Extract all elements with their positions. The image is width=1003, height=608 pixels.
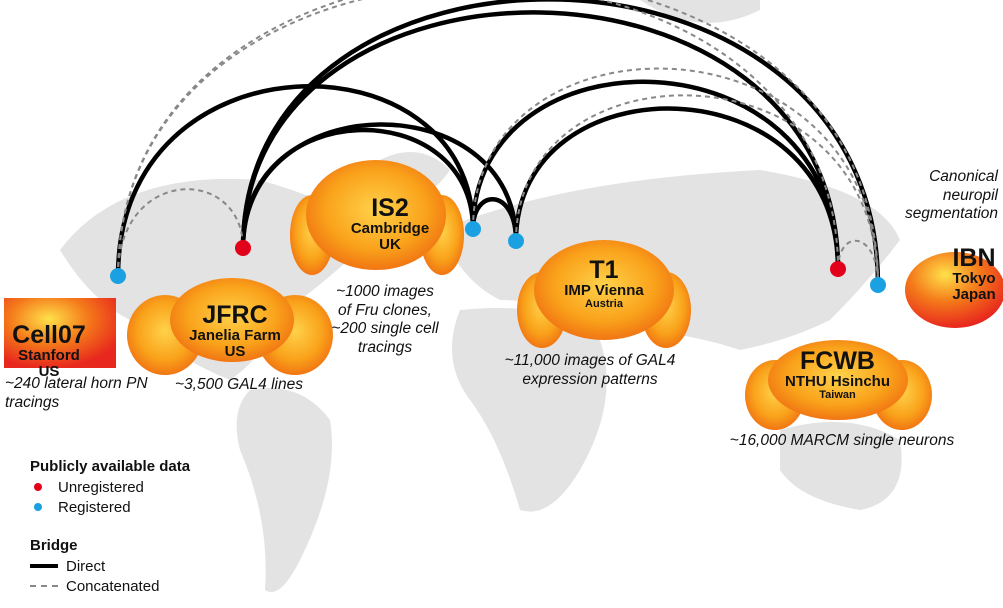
legend-label: Unregistered (58, 478, 144, 496)
site-place: IMP Vienna (564, 282, 644, 300)
blue-dot-icon (34, 503, 42, 511)
site-marker-ibn (870, 277, 886, 293)
site-name: Cell07 (12, 321, 86, 349)
brain-image-is2 (290, 160, 464, 275)
site-place: Janelia Farm (189, 327, 281, 345)
site-marker-fcwb (830, 261, 846, 277)
site-description-cell07: ~240 lateral horn PN tracings (5, 375, 148, 411)
site-marker-cell07 (110, 268, 126, 284)
site-marker-t1 (508, 233, 524, 249)
bridge-direct-jfrc-t1 (240, 122, 519, 249)
site-description-is2: ~1000 images of Fru clones, ~200 single … (331, 283, 439, 356)
site-description-ibn: Canonical neuropil segmentation (904, 168, 998, 223)
site-place: NTHU Hsinchu (785, 373, 890, 391)
site-country: US (38, 363, 60, 380)
site-country: US (224, 343, 246, 360)
site-description-t1: ~11,000 images of GAL4 expression patter… (504, 352, 676, 388)
bridge-direct-t1-fcwb (513, 106, 841, 270)
site-name: T1 (589, 256, 619, 284)
bridge-concatenated-is2-ibn (472, 67, 879, 286)
brain-image-cell07 (4, 298, 116, 368)
legend-direct: Direct (30, 556, 190, 576)
site-country: Austria (585, 298, 623, 310)
legend-label: Concatenated (66, 577, 160, 595)
site-marker-jfrc (235, 240, 251, 256)
legend-unregistered: Unregistered (30, 477, 190, 497)
site-place: Tokyo (952, 270, 996, 288)
site-place: Stanford (18, 347, 80, 365)
site-country: Taiwan (819, 389, 856, 401)
brain-image-ibn (905, 252, 1003, 328)
bridge-concatenated-fcwb-ibn (837, 239, 879, 286)
bridge-concatenated-cell07-jfrc (117, 188, 244, 277)
site-place: Cambridge (350, 220, 430, 238)
bridge-direct-cell07-is2 (115, 84, 476, 277)
site-name: IBN (952, 244, 996, 272)
legend-concatenated: Concatenated (30, 576, 190, 596)
brain-images (4, 160, 1003, 430)
legend-bridge-title: Bridge (30, 537, 78, 554)
bridge-direct-is2-fcwb (470, 79, 841, 270)
brain-image-fcwb (745, 340, 932, 430)
site-description-fcwb: ~16,000 MARCM single neurons (729, 432, 955, 449)
legend-label: Direct (66, 557, 106, 575)
bridge-concatenated-t1-ibn (515, 94, 879, 286)
site-name: JFRC (202, 301, 268, 329)
legend-registered: Registered (30, 497, 190, 517)
bridge-concatenated-cell07-ibn (117, 0, 879, 286)
red-dot-icon (34, 483, 42, 491)
site-country: UK (379, 236, 401, 253)
brain-image-jfrc (127, 278, 333, 375)
brain-image-t1 (517, 240, 691, 348)
site-country: Japan (952, 286, 996, 303)
legend: Publicly available data Unregistered Reg… (30, 458, 190, 596)
legend-data-title: Publicly available data (30, 458, 191, 475)
legend-label: Registered (58, 498, 131, 516)
site-description-jfrc: ~3,500 GAL4 lines (175, 376, 303, 393)
dashed-line-icon (30, 585, 58, 587)
site-marker-is2 (465, 221, 481, 237)
bridge-direct-jfrc-fcwb (240, 10, 841, 270)
site-name: IS2 (371, 194, 409, 222)
solid-line-icon (30, 564, 58, 568)
site-name: FCWB (800, 347, 875, 375)
